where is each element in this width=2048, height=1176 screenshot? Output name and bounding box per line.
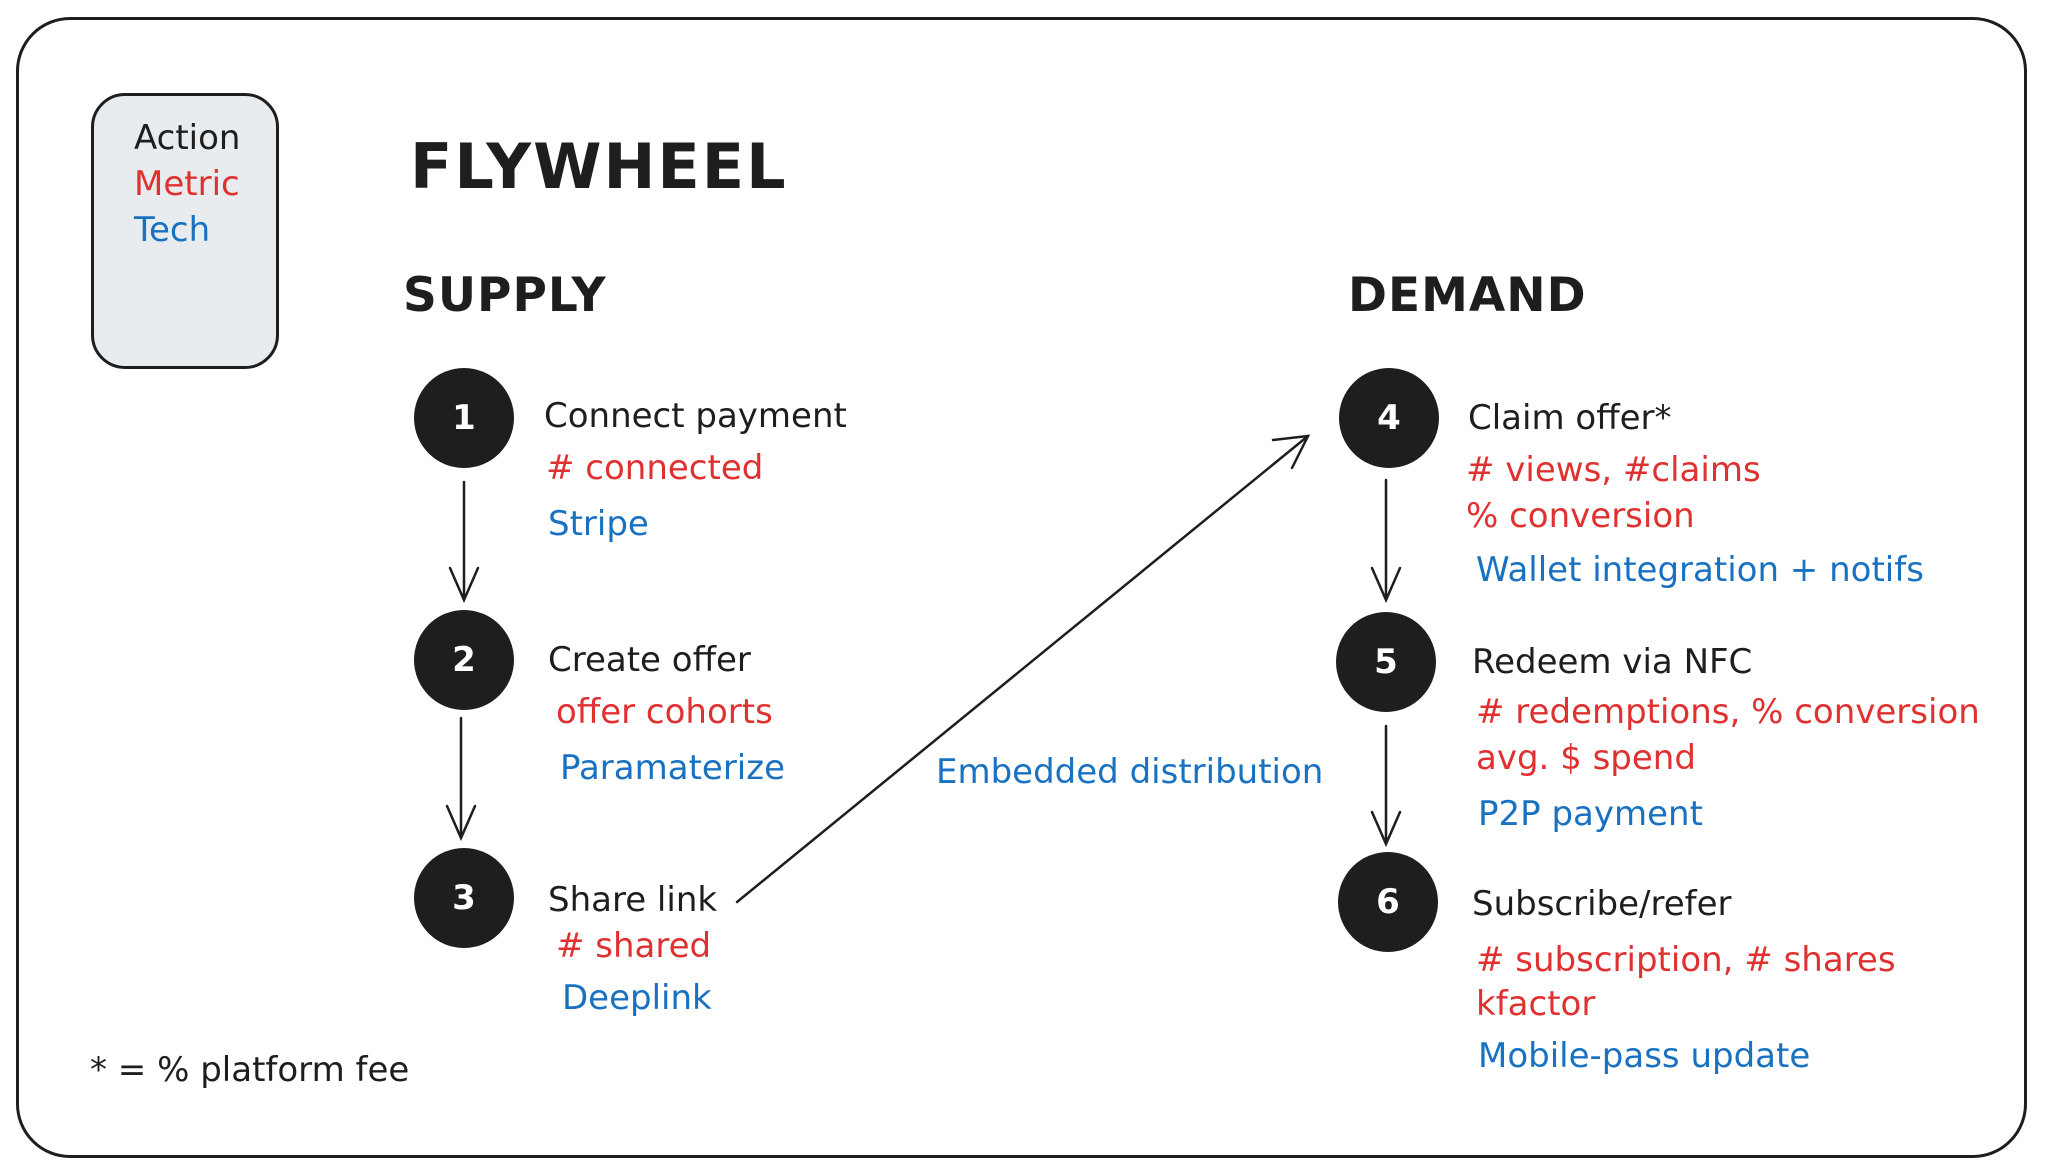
step-1-action: Connect payment	[544, 396, 847, 436]
step-3-metric: # shared	[556, 926, 712, 966]
supply-heading: SUPPLY	[403, 268, 607, 323]
step-2-metric: offer cohorts	[556, 692, 773, 732]
step-3-action: Share link	[548, 880, 718, 920]
diagram-title: FLYWHEEL	[410, 130, 788, 203]
step-1-tech: Stripe	[548, 504, 649, 544]
step-5-metric-line-2: avg. $ spend	[1476, 738, 1696, 778]
step-5-metric-line-1: # redemptions, % conversion	[1476, 692, 1980, 732]
legend-metric: Metric	[134, 164, 240, 204]
step-6-circle: 6	[1338, 852, 1438, 952]
step-6-tech: Mobile-pass update	[1478, 1036, 1811, 1076]
step-1-metric: # connected	[546, 448, 764, 488]
demand-heading: DEMAND	[1348, 268, 1587, 323]
step-2-circle: 2	[414, 610, 514, 710]
step-4-metric-line-1: # views, #claims	[1466, 450, 1761, 490]
legend-action: Action	[134, 118, 241, 158]
step-4-action: Claim offer*	[1468, 398, 1672, 438]
step-1-circle: 1	[414, 368, 514, 468]
step-5-circle: 5	[1336, 612, 1436, 712]
step-2-tech: Paramaterize	[560, 748, 786, 788]
connector-label: Embedded distribution	[936, 752, 1324, 792]
legend: Action Metric Tech	[91, 93, 279, 369]
step-4-metric-line-2: % conversion	[1466, 496, 1695, 536]
step-5-action: Redeem via NFC	[1472, 642, 1753, 682]
legend-tech: Tech	[134, 210, 211, 250]
step-3-tech: Deeplink	[562, 978, 712, 1018]
step-6-metric-line-1: # subscription, # shares	[1476, 940, 1896, 980]
step-4-tech: Wallet integration + notifs	[1476, 550, 1924, 590]
step-2-action: Create offer	[548, 640, 751, 680]
step-3-circle: 3	[414, 848, 514, 948]
step-6-action: Subscribe/refer	[1472, 884, 1732, 924]
footnote: * = % platform fee	[90, 1050, 410, 1090]
step-4-circle: 4	[1339, 368, 1439, 468]
step-5-tech: P2P payment	[1478, 794, 1703, 834]
step-6-metric-line-2: kfactor	[1476, 984, 1596, 1024]
